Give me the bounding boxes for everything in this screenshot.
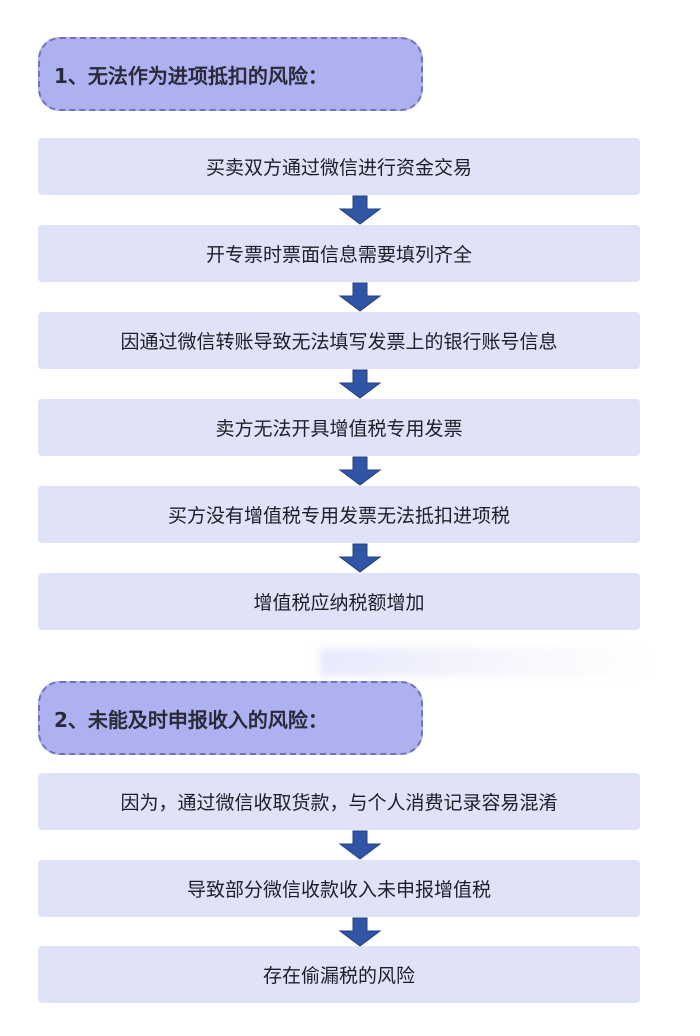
down-arrow-icon bbox=[335, 456, 385, 486]
down-arrow-icon bbox=[335, 282, 385, 312]
flow-step: 导致部分微信收款收入未申报增值税 bbox=[38, 860, 640, 917]
flow-step: 因通过微信转账导致无法填写发票上的银行账号信息 bbox=[38, 312, 640, 369]
flow-step: 买方没有增值税专用发票无法抵扣进项税 bbox=[38, 486, 640, 543]
down-arrow-icon bbox=[335, 543, 385, 573]
flow-step: 存在偷漏税的风险 bbox=[38, 946, 640, 1003]
flow-step: 增值税应纳税额增加 bbox=[38, 573, 640, 630]
section2-header: 2、未能及时申报收入的风险： bbox=[38, 681, 423, 755]
blur-smudge bbox=[320, 648, 650, 676]
section1-header: 1、无法作为进项抵扣的风险： bbox=[38, 37, 423, 111]
down-arrow-icon bbox=[335, 917, 385, 947]
flow-step: 因为，通过微信收取货款，与个人消费记录容易混淆 bbox=[38, 773, 640, 830]
down-arrow-icon bbox=[335, 369, 385, 399]
flow-step: 开专票时票面信息需要填列齐全 bbox=[38, 225, 640, 282]
flow-step: 买卖双方通过微信进行资金交易 bbox=[38, 138, 640, 195]
flow-step: 卖方无法开具增值税专用发票 bbox=[38, 399, 640, 456]
down-arrow-icon bbox=[335, 195, 385, 225]
down-arrow-icon bbox=[335, 830, 385, 860]
